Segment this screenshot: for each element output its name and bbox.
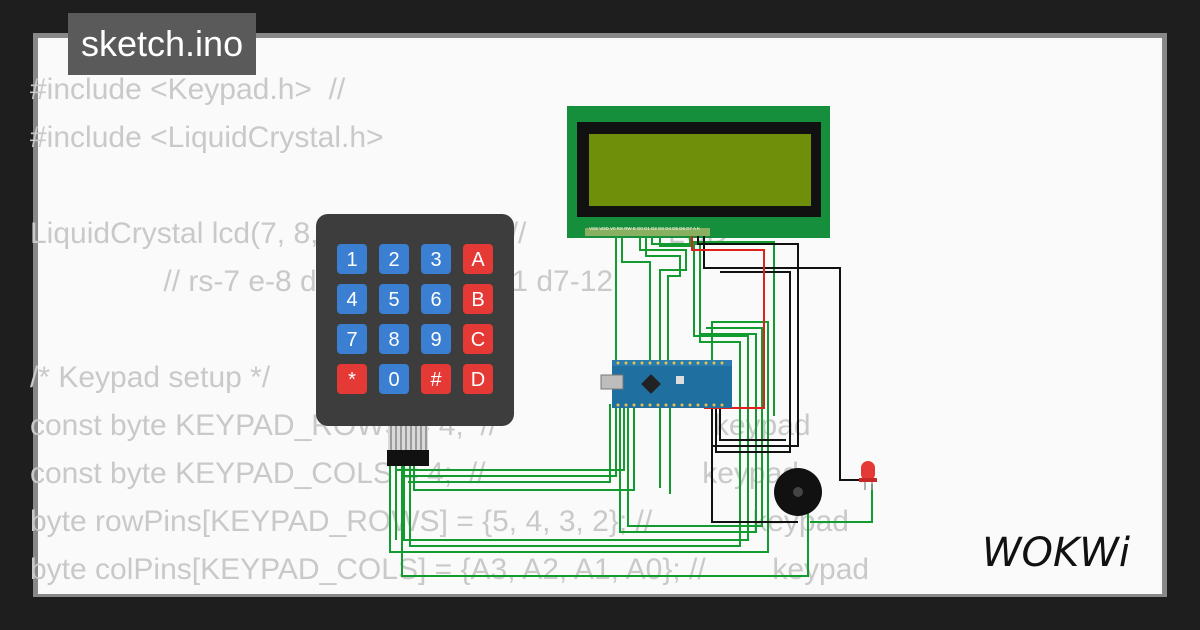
code-line: /* Keypad setup */ [30, 361, 271, 394]
red-led[interactable] [859, 461, 877, 490]
keypad-key-8[interactable]: 8 [379, 324, 409, 354]
code-line: #include <Keypad.h> // [30, 73, 346, 106]
keypad-key-4[interactable]: 4 [337, 284, 367, 314]
keypad-key-label: * [348, 369, 356, 391]
keypad-key-label: 0 [388, 369, 399, 391]
keypad-key-label: 8 [388, 329, 399, 351]
keypad-key-D[interactable]: D [463, 364, 493, 394]
lcd-pin-labels: VSS VDD V0 RS RW E D0 D1 D2 D3 D4 D5 D6 … [589, 226, 700, 231]
keypad-key-label: 9 [430, 329, 441, 351]
black-wires [697, 236, 862, 523]
keypad-key-A[interactable]: A [463, 244, 493, 274]
buzzer[interactable] [774, 468, 822, 516]
red-wires [691, 236, 765, 409]
keypad-4x4[interactable]: 1 2 3 A 4 5 6 B 7 8 9 C * 0 # D [316, 214, 514, 466]
code-background: #include <Keypad.h> // #include <LiquidCr… [30, 66, 869, 594]
keypad-key-label: 1 [346, 249, 357, 271]
keypad-key-#[interactable]: # [421, 364, 451, 394]
keypad-key-7[interactable]: 7 [337, 324, 367, 354]
keypad-key-label: 5 [388, 289, 399, 311]
keypad-key-label: 7 [346, 329, 357, 351]
keypad-key-label: 4 [346, 289, 357, 311]
keypad-key-0[interactable]: 0 [379, 364, 409, 394]
wokwi-logo: WOKWi [982, 530, 1130, 576]
keypad-key-label: D [471, 369, 485, 391]
keypad-key-label: 6 [430, 289, 441, 311]
wokwi-logo-text: WOKWi [982, 530, 1130, 576]
keypad-key-C[interactable]: C [463, 324, 493, 354]
keypad-key-label: C [471, 329, 485, 351]
keypad-key-5[interactable]: 5 [379, 284, 409, 314]
arduino-nano[interactable] [600, 360, 732, 408]
code-line: #include <LiquidCrystal.h> [30, 121, 384, 154]
keypad-key-label: 3 [430, 249, 441, 271]
keypad-key-label: 2 [388, 249, 399, 271]
keypad-key-2[interactable]: 2 [379, 244, 409, 274]
keypad-key-label: # [430, 369, 442, 391]
keypad-key-3[interactable]: 3 [421, 244, 451, 274]
keypad-key-6[interactable]: 6 [421, 284, 451, 314]
code-line: byte colPins[KEYPAD_COLS] = {A3, A2, A1,… [30, 553, 870, 586]
keypad-key-1[interactable]: 1 [337, 244, 367, 274]
keypad-key-9[interactable]: 9 [421, 324, 451, 354]
lcd-module[interactable]: VSS VDD V0 RS RW E D0 D1 D2 D3 D4 D5 D6 … [567, 106, 830, 238]
sketch-title: sketch.ino [68, 13, 257, 75]
keypad-key-label: B [471, 289, 484, 311]
keypad-key-*[interactable]: * [337, 364, 367, 394]
keypad-key-label: A [471, 249, 485, 271]
keypad-key-B[interactable]: B [463, 284, 493, 314]
